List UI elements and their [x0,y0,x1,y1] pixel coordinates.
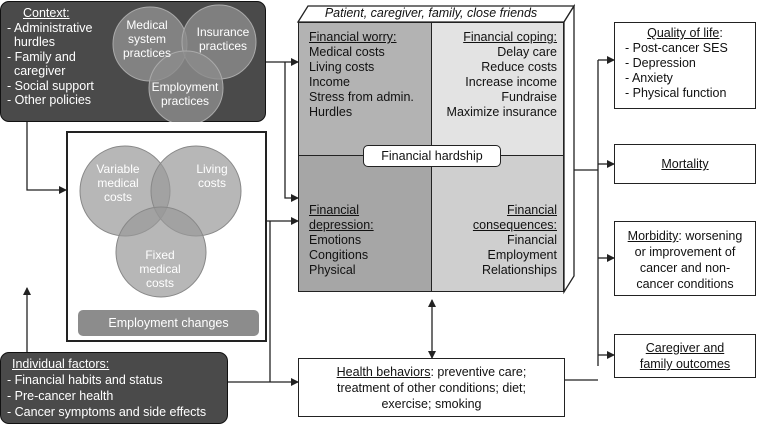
financial-worry-item: Medical costs [309,45,385,59]
costs-venn [79,145,242,298]
financial-consequences-item: Relationships [481,263,557,277]
context-item: - Social support [7,78,94,93]
individual-factor-item: - Pre-cancer health [7,389,114,403]
financial-worry-item: Hurdles [309,105,353,119]
venn-label-fixed-medical-costs: Fixed medical costs [139,248,181,290]
context-item: - Family and [7,49,76,64]
context-venn [112,4,257,122]
financial-consequences-item: Employment [487,248,557,262]
context-text: Context: - Administrative hurdles - Fami… [7,6,117,108]
context-item: caregiver [7,64,66,78]
financial-worry-item: Living costs [309,60,375,74]
caregiver-outcomes-box: Caregiver and family outcomes [614,334,756,378]
mortality-box: Mortality [614,144,756,184]
context-item: - Administrative [7,20,93,35]
hardship-3d-frame [296,3,576,295]
financial-depression-item: Congitions [309,248,369,262]
morbidity-box: Morbidity: worsening or improvement of c… [614,221,756,296]
mortality-label: Mortality [661,157,709,171]
individual-factors-box: Individual factors: - Financial habits a… [0,352,228,424]
quadrant-financial-worry: Financial worry: Medical costs Living co… [299,23,432,156]
financial-consequences-item: Financial [506,233,557,247]
individual-factors-text: Individual factors: - Financial habits a… [7,356,206,420]
quality-of-life-box: Quality of life: - Post-cancer SES - Dep… [614,22,756,109]
costs-box: Variable medical costs Living costs Fixe… [66,131,267,342]
financial-worry-title: Financial worry: [309,30,397,44]
financial-coping-item: Delay care [497,45,557,59]
venn-label-variable-medical-costs: Variable medical costs [96,162,140,204]
quality-of-life-item: - Depression [625,56,696,70]
hardship-header: Patient, caregiver, family, close friend… [300,5,562,22]
health-behaviors-line1: : preventive care; [430,365,527,379]
hardship-header-label: Patient, caregiver, family, close friend… [324,6,538,20]
financial-coping-item: Fundraise [501,90,557,104]
morbidity-line1: : worsening [678,229,743,243]
quality-of-life-colon: : [719,26,723,40]
context-box: Context: - Administrative hurdles - Fami… [0,1,266,122]
financial-coping-item: Increase income [465,75,557,89]
hardship-grid: Financial worry: Medical costs Living co… [298,22,564,292]
quadrant-financial-consequences: Financial consequences: Financial Employ… [432,156,563,291]
individual-factor-item: - Financial habits and status [7,373,163,387]
morbidity-title: Morbidity [627,229,679,243]
caregiver-outcomes-line2: family outcomes [639,357,731,371]
quadrant-financial-depression: Financial depression: Emotions Congition… [299,156,432,291]
venn-label-medical-system: Medical system practices [122,18,172,60]
health-behaviors-line2: treatment of other conditions; diet; [337,381,526,395]
financial-consequences-title: Financial [506,203,557,217]
context-item: - Other policies [7,93,92,107]
quality-of-life-item: - Post-cancer SES [625,41,728,55]
caregiver-outcomes-line1: Caregiver and [645,341,725,355]
individual-factors-title: Individual factors: [12,357,110,371]
employment-changes-badge: Employment changes [78,310,259,336]
financial-depression-title-2: depression: [309,218,374,232]
financial-depression-item: Emotions [309,233,362,247]
context-title: Context: [23,6,70,20]
financial-depression-title: Financial [309,203,360,217]
employment-changes-label: Employment changes [108,316,229,330]
venn-label-employment: Employment practices [151,80,219,108]
financial-worry-item: Stress from admin. [309,90,414,104]
financial-hardship-label-box: Financial hardship [363,145,501,167]
financial-coping-item: Reduce costs [481,60,557,74]
financial-coping-title: Financial coping: [463,30,557,44]
financial-depression-item: Physical [309,263,356,277]
morbidity-line4: cancer conditions [636,277,734,291]
individual-factor-item: - Cancer symptoms and side effects [7,405,207,419]
morbidity-line3: cancer and non- [639,261,731,275]
health-behaviors-title: Health behaviors [336,365,431,379]
venn-label-insurance: Insurance practices [196,25,250,53]
financial-worry-item: Income [309,75,350,89]
health-behaviors-line3: exercise; smoking [381,397,482,411]
financial-coping-item: Maximize insurance [446,105,557,119]
health-behaviors-box: Health behaviors: preventive care; treat… [298,358,565,417]
venn-label-living-costs: Living costs [196,162,228,190]
quality-of-life-item: - Anxiety [625,71,673,85]
financial-hardship-label: Financial hardship [381,149,483,163]
quadrant-financial-coping: Financial coping: Delay care Reduce cost… [432,23,563,156]
context-item: hurdles [7,35,55,49]
quality-of-life-title: Quality of life [647,26,720,40]
quality-of-life-item: - Physical function [625,86,727,100]
financial-consequences-title-2: consequences: [472,218,557,232]
morbidity-line2: or improvement of [634,245,736,259]
